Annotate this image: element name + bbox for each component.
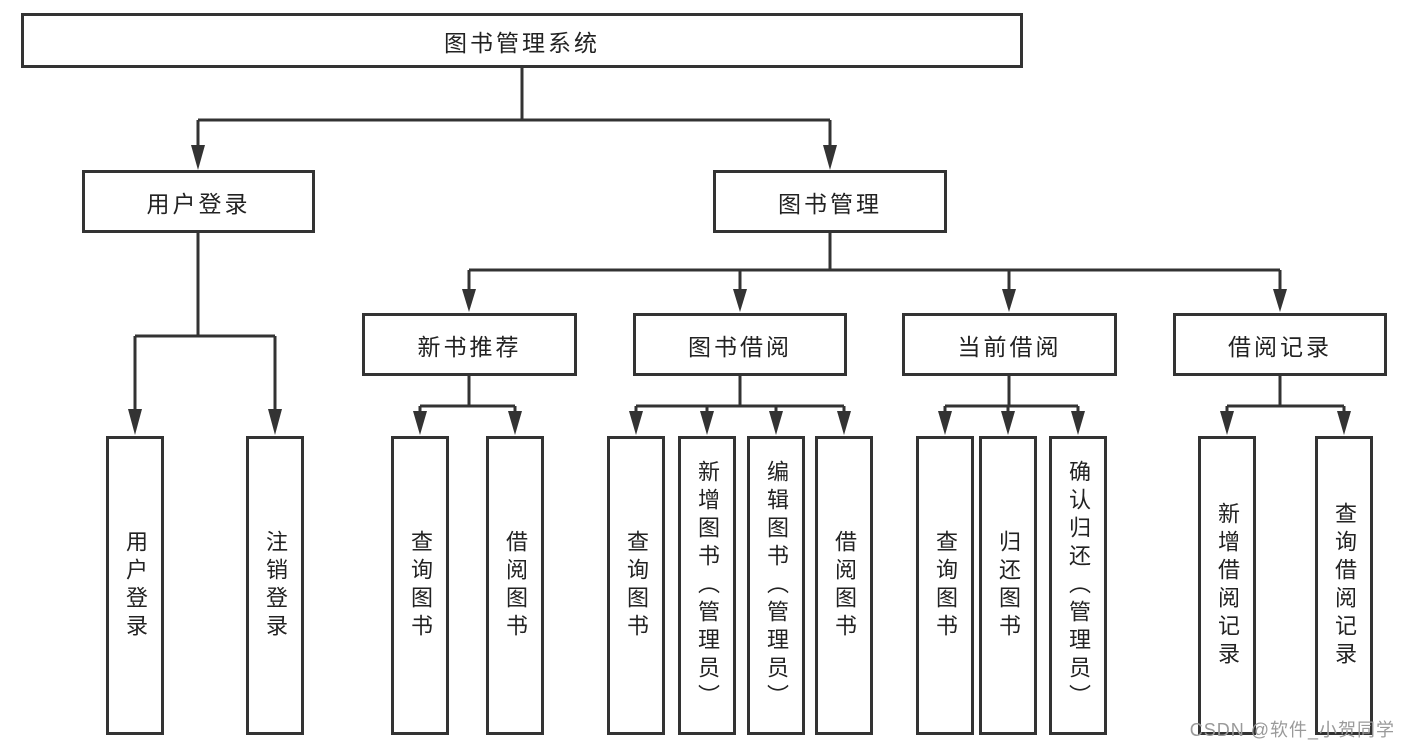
leaf-recommend-borrow-book-label: 借阅图书 [503,529,528,642]
leaf-recommend-query-book-label: 查询图书 [408,529,433,642]
leaf-records-query-record: 查询借阅记录 [1315,436,1373,735]
leaf-borrowing-borrow-book: 借阅图书 [815,436,873,735]
leaf-records-add-record: 新增借阅记录 [1198,436,1256,735]
leaf-current-return-book-label: 归还图书 [996,529,1021,642]
leaf-current-confirm-return: 确认归还（管理员） [1049,436,1107,735]
leaf-recommend-borrow-book: 借阅图书 [486,436,544,735]
node-borrowing-records: 借阅记录 [1173,313,1387,376]
leaf-borrowing-borrow-book-label: 借阅图书 [832,529,857,642]
leaf-borrowing-edit-book-label: 编辑图书（管理员） [764,459,789,712]
leaf-user-login: 用户登录 [106,436,164,735]
leaf-recommend-query-book: 查询图书 [391,436,449,735]
leaf-borrowing-query-book: 查询图书 [607,436,665,735]
csdn-watermark: CSDN @软件_小贺同学 [1189,720,1395,740]
leaf-current-query-book: 查询图书 [916,436,974,735]
node-book-borrowing-label: 图书借阅 [688,333,792,360]
leaf-borrowing-add-book-label: 新增图书（管理员） [695,459,720,712]
node-borrowing-records-label: 借阅记录 [1228,333,1332,360]
leaf-borrowing-add-book: 新增图书（管理员） [678,436,736,735]
leaf-logout-label: 注销登录 [263,529,288,642]
leaf-borrowing-edit-book: 编辑图书（管理员） [747,436,805,735]
leaf-current-return-book: 归还图书 [979,436,1037,735]
leaf-borrowing-query-book-label: 查询图书 [624,529,649,642]
node-new-book-recommend-label: 新书推荐 [417,333,522,360]
node-book-borrowing: 图书借阅 [633,313,847,376]
leaf-records-add-record-label: 新增借阅记录 [1215,501,1240,670]
node-root-label: 图书管理系统 [444,29,600,56]
leaf-user-login-label: 用户登录 [123,529,148,642]
node-current-borrowing-label: 当前借阅 [957,333,1062,360]
leaf-records-query-record-label: 查询借阅记录 [1332,501,1357,670]
leaf-current-confirm-return-label: 确认归还（管理员） [1066,459,1091,712]
node-current-borrowing: 当前借阅 [902,313,1117,376]
node-book-management: 图书管理 [713,170,947,233]
leaf-logout: 注销登录 [246,436,304,735]
node-new-book-recommend: 新书推荐 [362,313,577,376]
node-user-login-label: 用户登录 [146,190,251,217]
node-book-management-label: 图书管理 [778,190,882,217]
leaf-current-query-book-label: 查询图书 [933,529,958,642]
node-root: 图书管理系统 [21,13,1023,68]
node-user-login: 用户登录 [82,170,315,233]
